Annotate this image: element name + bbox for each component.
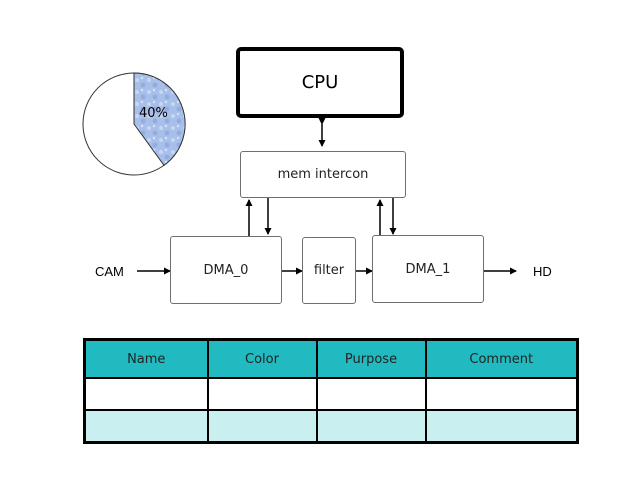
table-cell bbox=[424, 409, 579, 444]
table-cell bbox=[83, 409, 209, 444]
filter-block: filter bbox=[302, 237, 356, 304]
column-header-color: Color bbox=[206, 338, 318, 379]
table-row bbox=[83, 377, 579, 411]
table-cell bbox=[206, 377, 318, 411]
pie-percent-label: 40% bbox=[139, 106, 168, 121]
column-header-purpose: Purpose bbox=[315, 338, 427, 379]
dma1-label: DMA_1 bbox=[405, 261, 451, 277]
table-row bbox=[83, 409, 579, 444]
table-cell bbox=[83, 377, 209, 411]
column-header-name: Name bbox=[83, 338, 209, 379]
legend-table: Name Color Purpose Comment bbox=[83, 338, 579, 444]
column-header-comment: Comment bbox=[424, 338, 579, 379]
table-cell bbox=[206, 409, 318, 444]
cpu-block: CPU bbox=[236, 47, 404, 118]
table-cell bbox=[424, 377, 579, 411]
mem-interconnect-block: mem intercon bbox=[240, 151, 406, 198]
pie-slice bbox=[133, 72, 186, 166]
hd-label: HD bbox=[533, 264, 552, 279]
table-cell bbox=[315, 409, 427, 444]
table-header-row: Name Color Purpose Comment bbox=[83, 338, 579, 379]
filter-label: filter bbox=[313, 263, 345, 278]
dma0-block: DMA_0 bbox=[170, 236, 282, 304]
dma0-label: DMA_0 bbox=[203, 262, 249, 278]
mem-interconnect-label: mem intercon bbox=[277, 167, 369, 182]
table-cell bbox=[315, 377, 427, 411]
cam-label: CAM bbox=[95, 264, 124, 279]
dma1-block: DMA_1 bbox=[372, 235, 484, 303]
cpu-label: CPU bbox=[301, 72, 339, 93]
progress-pie bbox=[82, 72, 186, 176]
